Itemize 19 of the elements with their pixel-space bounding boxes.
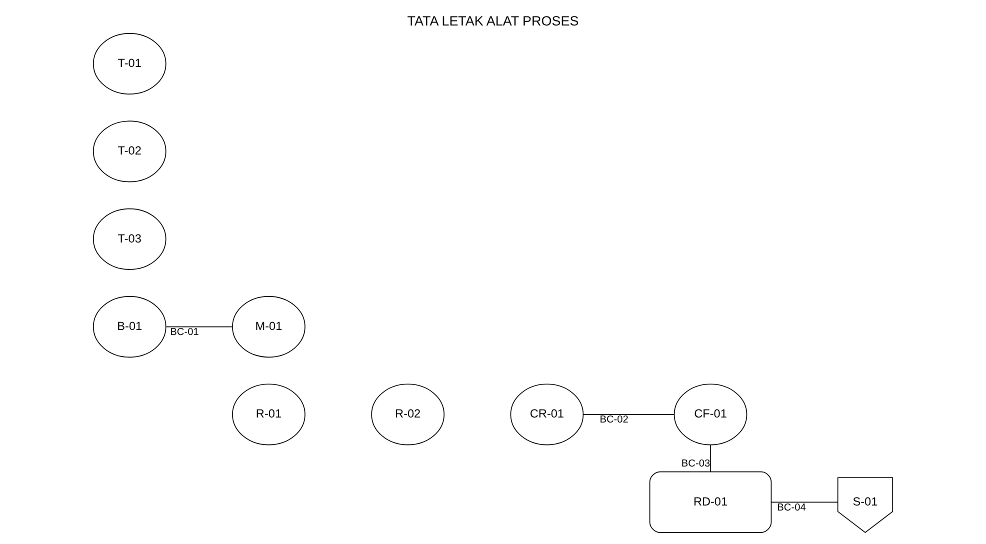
edge-label: BC-01 <box>170 326 199 338</box>
node-ellipse: T-02 <box>92 120 166 182</box>
edge-label: BC-03 <box>681 458 710 470</box>
node-box: RD-01 <box>649 471 772 533</box>
node-ellipse: R-01 <box>232 384 306 446</box>
connector <box>770 502 838 503</box>
edge-label: BC-02 <box>600 414 628 426</box>
connector <box>710 444 711 472</box>
node-ellipse: R-02 <box>371 384 445 446</box>
diagram-title: TATA LETAK ALAT PROSES <box>407 14 579 29</box>
node-ellipse: CF-01 <box>674 384 748 446</box>
connector <box>166 326 233 328</box>
node-ellipse: T-01 <box>92 32 166 95</box>
node-ellipse: T-03 <box>92 208 166 270</box>
node-ellipse: M-01 <box>232 296 306 358</box>
edge-label: BC-04 <box>777 502 806 514</box>
connector <box>582 414 675 415</box>
node-ellipse: CR-01 <box>510 384 584 446</box>
node-ellipse: B-01 <box>92 296 166 358</box>
